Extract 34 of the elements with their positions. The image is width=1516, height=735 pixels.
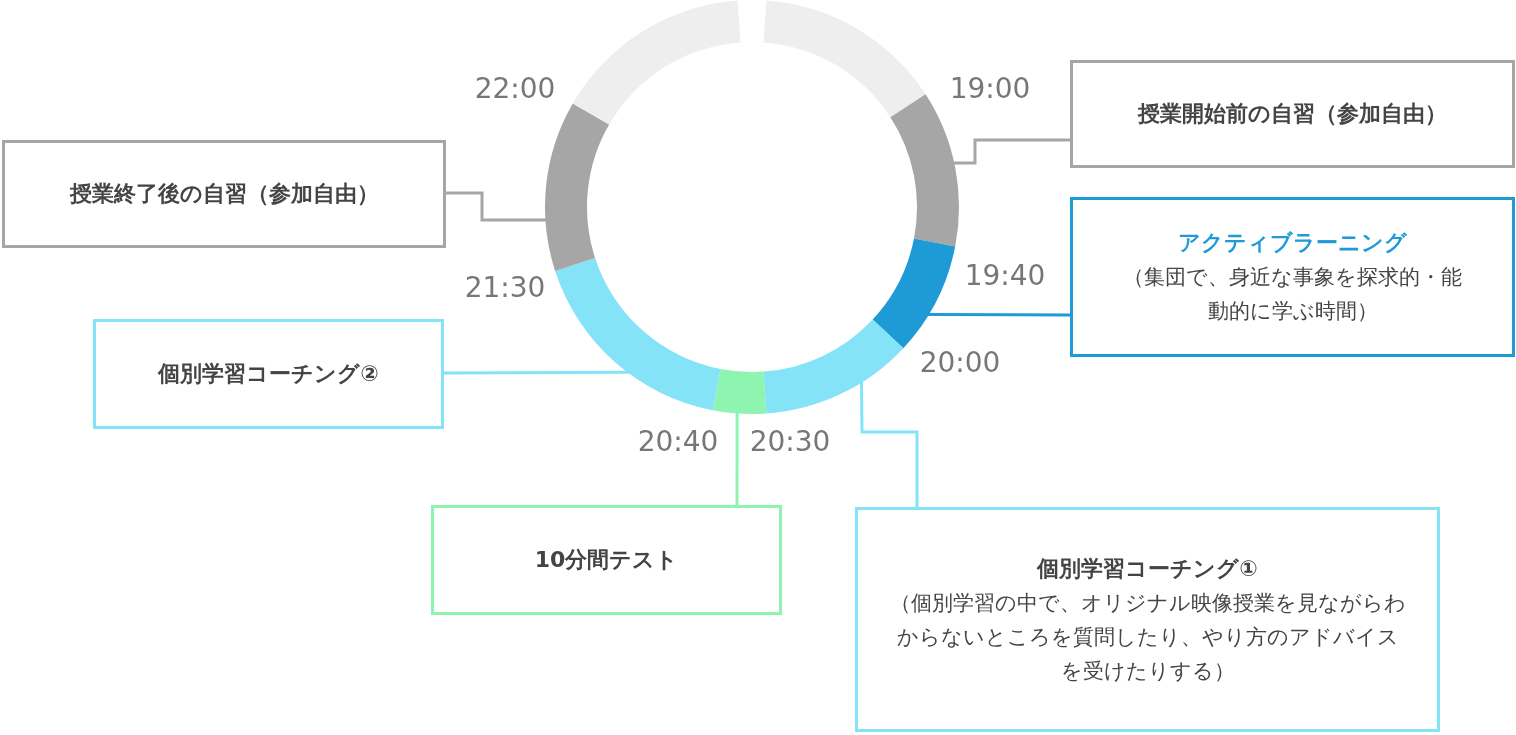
time-label: 19:00 <box>949 71 1031 105</box>
time-label: 22:00 <box>474 71 556 105</box>
ring-segment <box>712 368 767 414</box>
step-title: 授業開始前の自習（参加自由） <box>1138 100 1447 128</box>
ring-segment <box>763 0 926 118</box>
ring-segment <box>545 103 610 271</box>
step-description: （個別学習の中で、オリジナル映像授業を見ながらわからないところを質問したり、やり方のアドバイスを受けたりする） <box>888 589 1407 685</box>
step-box <box>2 140 446 248</box>
step-box <box>93 319 444 429</box>
step-box <box>1070 60 1515 168</box>
step-title: 個別学習コーチング① <box>1037 554 1258 583</box>
step-box <box>431 505 782 615</box>
time-label: 21:30 <box>464 270 546 304</box>
leader-line <box>953 138 1070 165</box>
step-title: 個別学習コーチング② <box>158 360 379 388</box>
leader-line <box>927 313 1070 317</box>
step-title: アクティブラーニング <box>1178 229 1407 257</box>
step-title: 授業終了後の自習（参加自由） <box>69 180 379 208</box>
time-label: 20:00 <box>919 345 1001 379</box>
ring-segment <box>763 319 904 414</box>
leader-line <box>446 191 547 222</box>
leader-line <box>735 412 739 505</box>
time-label: 20:30 <box>749 424 831 458</box>
ring-segment <box>872 238 956 349</box>
ring-segment <box>555 258 721 411</box>
step-description: （集団で、身近な事象を探求的・能動的に学ぶ時間） <box>1123 264 1462 325</box>
step-box <box>1070 197 1515 357</box>
step-box <box>855 507 1440 732</box>
leader-line <box>444 370 629 375</box>
ring-segment <box>572 0 741 125</box>
step-title: 10分間テスト <box>534 546 679 574</box>
time-label: 20:40 <box>637 424 719 458</box>
time-label: 19:40 <box>964 258 1046 292</box>
leader-line <box>859 381 919 507</box>
